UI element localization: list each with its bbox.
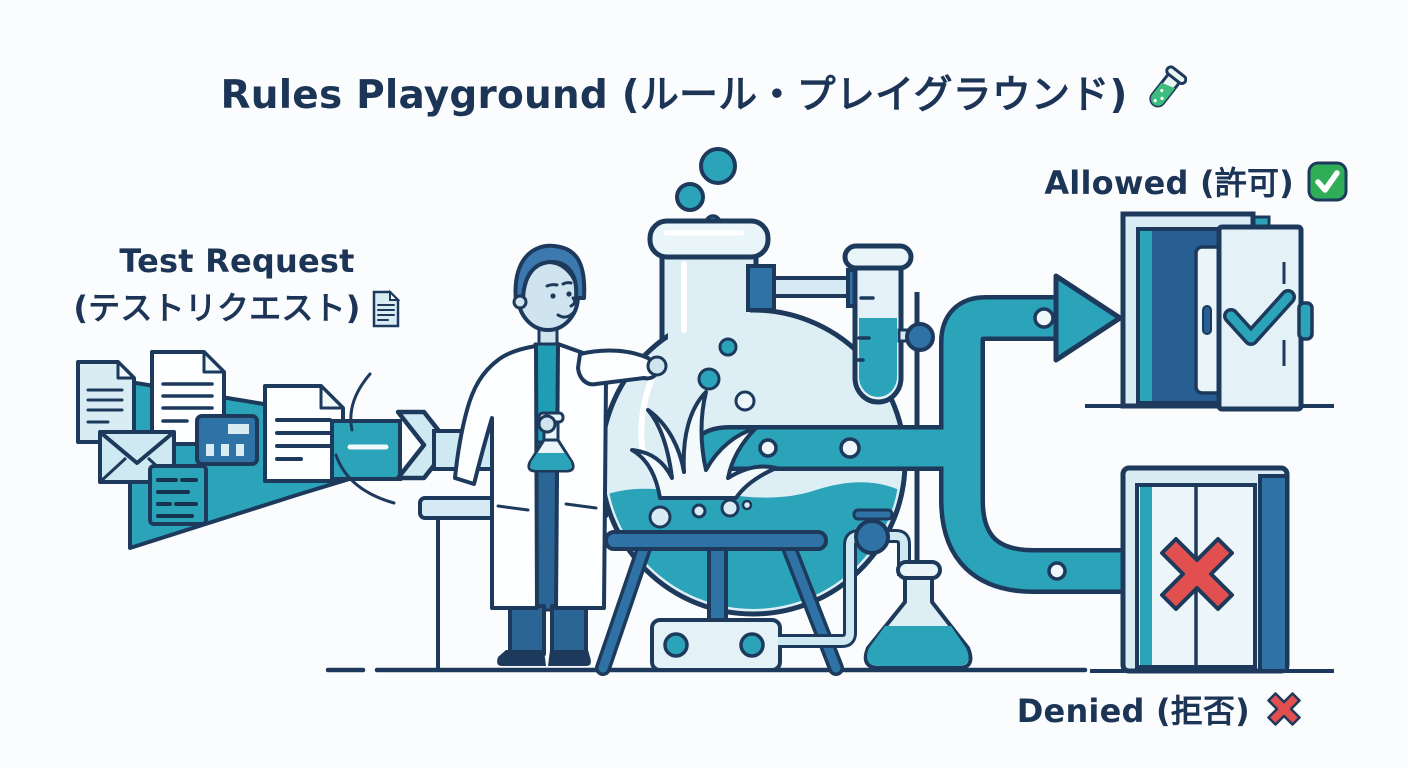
check-mark-button-icon (1307, 161, 1348, 201)
document-icon (76, 360, 136, 444)
denied-text: Denied (拒否) (1016, 692, 1250, 730)
credit-card-icon (195, 414, 259, 466)
cross-mark-icon (1160, 537, 1234, 611)
request-documents (76, 350, 345, 526)
check-mark-icon (1223, 289, 1296, 346)
code-snippet-icon (148, 464, 208, 526)
denied-door (1090, 465, 1334, 674)
hand (537, 414, 557, 434)
flask-splash (606, 390, 900, 534)
test-request-line2: (テストリクエスト) (73, 289, 361, 327)
scientist (453, 243, 668, 666)
erlenmeyer-flask-icon (863, 560, 973, 670)
allowed-door (1085, 211, 1334, 412)
test-tube-icon (1149, 65, 1188, 108)
cross-mark-icon (1267, 692, 1301, 726)
hand (646, 355, 668, 377)
valve-and-flask (778, 508, 973, 670)
page-title: Rules Playground (ルール・プレイグラウンド) (0, 64, 1408, 120)
allowed-text: Allowed (許可) (1044, 164, 1294, 202)
test-request-line1: Test Request (119, 242, 355, 280)
denied-label: Denied (拒否) (1017, 686, 1306, 732)
hand-flask-icon (527, 411, 575, 473)
valve-knob (854, 519, 890, 555)
test-tube (842, 243, 935, 562)
clamp-rod (746, 264, 868, 312)
title-text: Rules Playground (ルール・プレイグラウンド) (220, 73, 1128, 118)
test-request-label: Test Request (テストリクエスト) (42, 238, 432, 332)
arrow-right-icon (1053, 273, 1123, 363)
document-icon (372, 289, 401, 327)
allowed-label: Allowed (許可) (1044, 158, 1348, 204)
